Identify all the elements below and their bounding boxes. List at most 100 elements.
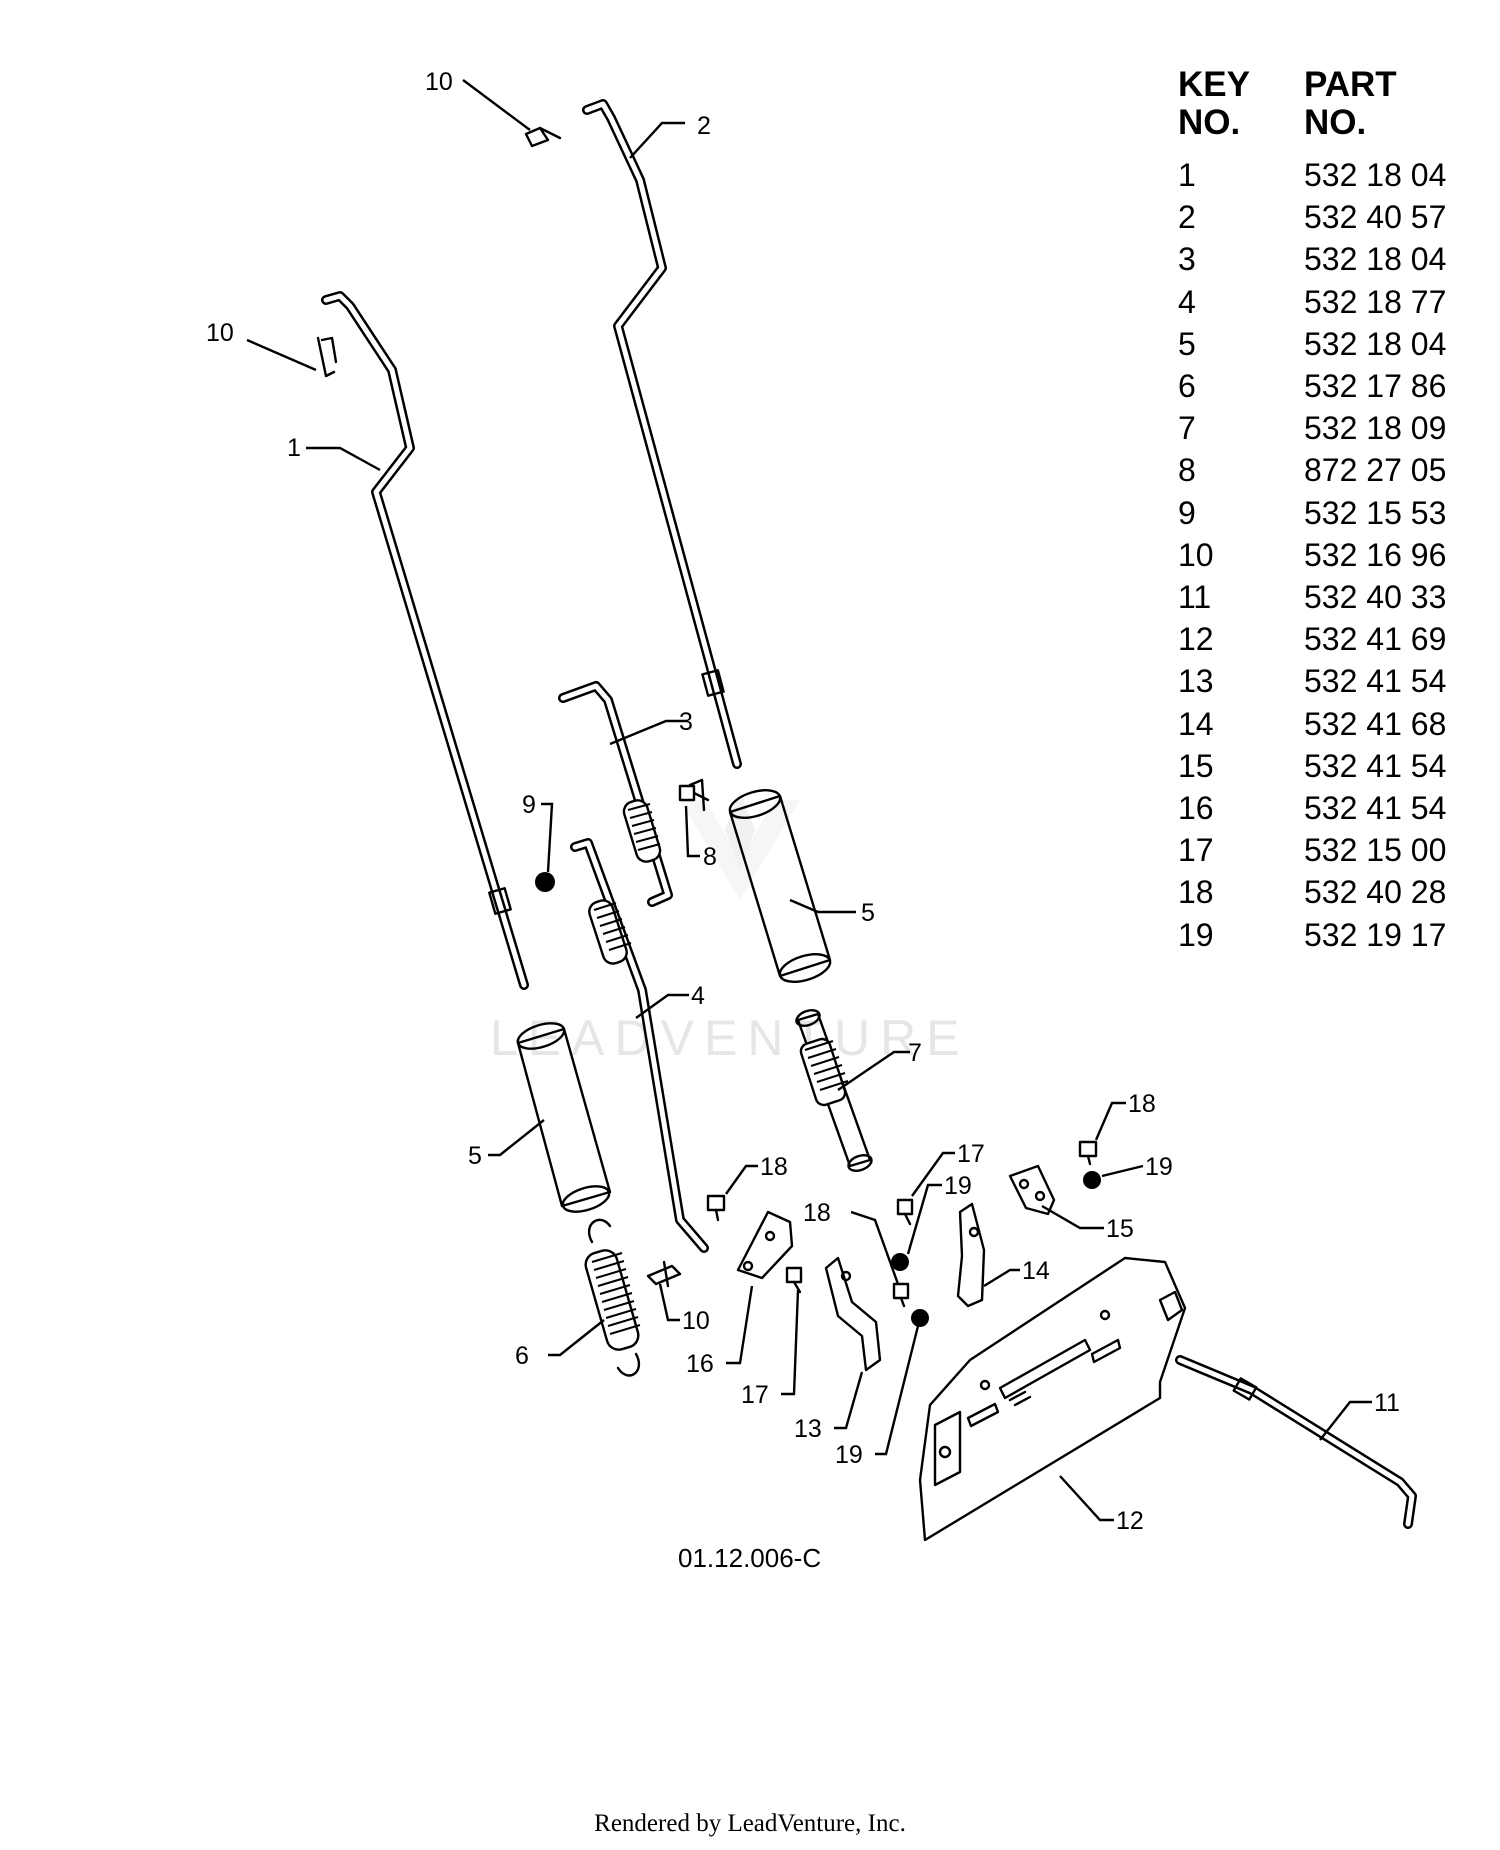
callout-17-right: 17	[957, 1140, 985, 1168]
callout-10-left: 10	[206, 319, 234, 347]
key-number: 4	[1178, 283, 1196, 320]
part-12-bracket-plate	[918, 1256, 1187, 1542]
key-number: 15	[1178, 747, 1214, 784]
table-row: 2 532 40 57	[1178, 196, 1446, 238]
key-number: 6	[1178, 368, 1196, 405]
callout-10-lower: 10	[682, 1307, 710, 1335]
callout-18-middle: 18	[803, 1199, 831, 1227]
table-row: 17 532 15 00	[1178, 829, 1446, 871]
part-3-link-rod	[558, 681, 673, 907]
part-18-screw-right	[1078, 1140, 1098, 1166]
part-number: 532 16 96	[1304, 536, 1447, 573]
part-number: 532 18 09	[1304, 410, 1447, 447]
key-number: 11	[1178, 579, 1212, 616]
part-number: 532 18 77	[1304, 283, 1447, 320]
callout-2: 2	[697, 112, 711, 140]
rendered-by-footer: Rendered by LeadVenture, Inc.	[594, 1810, 906, 1837]
part-number: 532 18 04	[1304, 241, 1447, 278]
callout-17-left: 17	[741, 1381, 769, 1409]
callout-11: 11	[1374, 1389, 1400, 1417]
table-row: 5 532 18 04	[1178, 323, 1446, 365]
callout-18-right: 18	[1128, 1090, 1156, 1118]
part-2-lever-rod	[582, 99, 742, 769]
key-number: 9	[1178, 494, 1196, 531]
part-5-grip-lower	[516, 1022, 612, 1213]
part-number: 532 41 68	[1304, 705, 1447, 742]
callout-12: 12	[1116, 1507, 1144, 1535]
key-number: 1	[1178, 157, 1196, 193]
part-number: 532 40 28	[1304, 874, 1447, 911]
part-10-clip-lower	[646, 1260, 682, 1288]
callout-15: 15	[1106, 1215, 1134, 1243]
table-row: 9 532 15 53	[1178, 492, 1446, 534]
part-18-screw-left	[706, 1194, 726, 1222]
part-7-spring-link	[795, 1009, 873, 1172]
callout-5-lower: 5	[468, 1142, 482, 1170]
part-14-bracket	[956, 1202, 986, 1308]
table-row: 3 532 18 04	[1178, 238, 1446, 280]
callout-4: 4	[691, 982, 705, 1010]
key-number: 5	[1178, 325, 1196, 362]
key-number: 18	[1178, 874, 1214, 911]
table-row: 15 532 41 54	[1178, 745, 1446, 787]
part-16-plate	[736, 1210, 794, 1280]
key-number: 14	[1178, 705, 1214, 742]
part-number: 532 19 17	[1304, 916, 1447, 953]
part-4-link-rod	[570, 838, 709, 1253]
table-row: 18 532 40 28	[1178, 871, 1446, 913]
part-13-bracket	[824, 1256, 882, 1372]
table-row: 12 532 41 69	[1178, 618, 1446, 660]
part-number: 532 40 57	[1304, 199, 1447, 236]
table-row: 16 532 41 54	[1178, 787, 1446, 829]
part-18-screw-middle	[892, 1282, 910, 1308]
part-number: 532 18 04	[1304, 325, 1447, 362]
part-5-grip-upper	[728, 789, 832, 983]
callout-3: 3	[679, 708, 693, 736]
watermark-text: LEADVENTURE	[490, 1010, 970, 1066]
callout-16: 16	[686, 1350, 714, 1378]
table-row: 13 532 41 54	[1178, 660, 1446, 702]
callout-10-top: 10	[425, 68, 453, 96]
key-number: 12	[1178, 621, 1214, 658]
part-11-shift-rod	[1175, 1355, 1417, 1529]
part-9-nut	[535, 872, 555, 892]
callout-13: 13	[794, 1415, 822, 1443]
table-row: 4 532 18 77	[1178, 281, 1446, 323]
callout-5-upper: 5	[861, 899, 875, 927]
table-row: 1 532 18 04	[1178, 154, 1446, 196]
key-number: 19	[1178, 916, 1214, 953]
part-number: 532 41 54	[1304, 747, 1447, 784]
part-number: 532 41 54	[1304, 663, 1447, 700]
callout-labels: 10 2 10 1 3 9 8 5 4 7 5 18 17 19 18 19 1…	[206, 68, 1400, 1535]
part-number: 532 18 04	[1304, 157, 1447, 193]
part-19-nuts	[891, 1171, 1101, 1327]
part-1-lever-rod	[321, 291, 529, 990]
callout-14: 14	[1022, 1257, 1050, 1285]
part-number: 532 41 69	[1304, 621, 1447, 658]
figure-id: 01.12.006-C	[678, 1543, 822, 1573]
part-number: 532 41 54	[1304, 790, 1447, 827]
key-number: 16	[1178, 790, 1214, 827]
callout-19-middle: 19	[944, 1172, 972, 1200]
key-number: 13	[1178, 663, 1214, 700]
table-row: 14 532 41 68	[1178, 703, 1446, 745]
key-number: 3	[1178, 241, 1196, 278]
key-number: 17	[1178, 832, 1214, 869]
part-number: 532 15 53	[1304, 494, 1447, 531]
callout-1: 1	[287, 434, 301, 462]
callout-9: 9	[522, 791, 536, 819]
leader-lines	[246, 79, 1372, 1522]
callout-19-lower: 19	[835, 1441, 863, 1469]
table-row: 19 532 19 17	[1178, 914, 1446, 956]
key-number: 2	[1178, 199, 1196, 236]
part-number: 532 15 00	[1304, 832, 1447, 869]
callout-7: 7	[908, 1039, 922, 1067]
callout-8: 8	[703, 843, 717, 871]
